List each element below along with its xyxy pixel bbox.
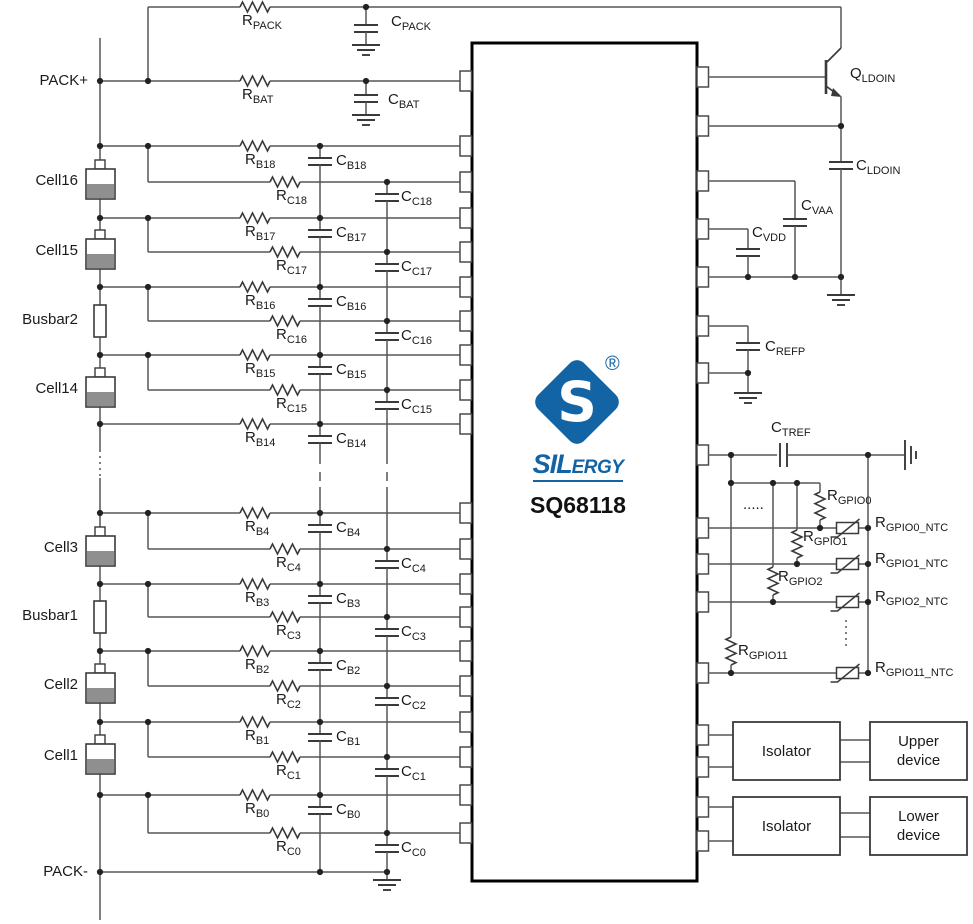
ic-part-number: SQ68118: [530, 492, 626, 518]
cell-sense-rows: [100, 139, 460, 891]
tref-gpio-network: [708, 440, 917, 683]
registered-trademark-icon: ®: [605, 353, 620, 375]
isolator-links: [708, 721, 968, 856]
battery-cells: [85, 159, 116, 775]
lower-device-text: Lower device: [896, 808, 941, 844]
upper-device-text: Upper device: [896, 733, 941, 769]
refp-capacitor-circuit: [708, 325, 762, 404]
junction-dots: [96, 3, 872, 876]
lower-device-label: Lower device: [870, 797, 967, 855]
silergy-wordmark: SILERGY: [528, 451, 628, 482]
ldo-transistor-circuit: [708, 7, 855, 306]
silergy-logo-icon: S: [535, 360, 619, 444]
brand-prefix: SIL: [532, 449, 573, 479]
isolator-upper-label: Isolator: [761, 742, 812, 760]
brand-suffix: ERGY: [571, 457, 624, 478]
ic-body: [470, 41, 699, 883]
upper-device-label: Upper device: [870, 722, 967, 780]
isolator-lower-label: Isolator: [761, 817, 812, 835]
logo-monogram: S: [557, 370, 597, 434]
